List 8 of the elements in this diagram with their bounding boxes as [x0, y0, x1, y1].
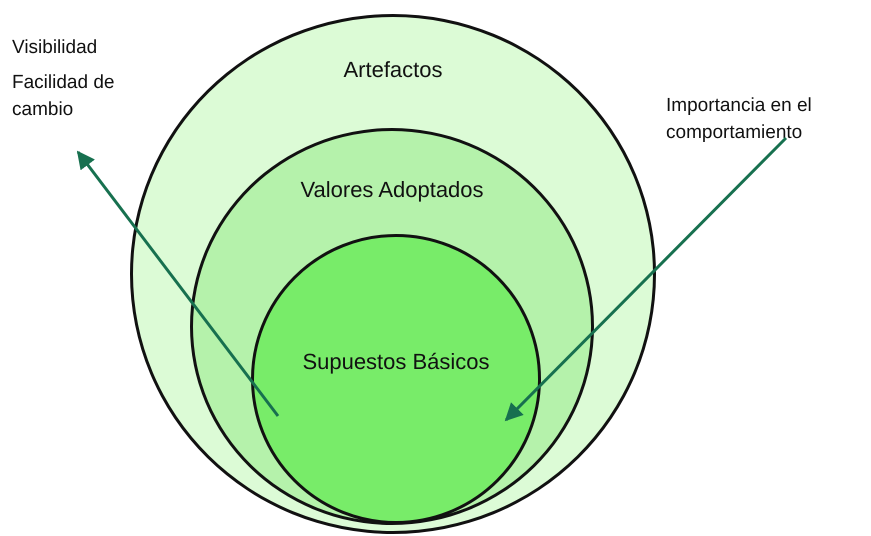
circle-label: Supuestos Básicos [301, 349, 491, 375]
text-label: Visibilidad [12, 36, 98, 60]
text-label: Facilidad de cambio [12, 71, 116, 122]
arrow [504, 136, 788, 422]
circle-label: Artefactos [342, 57, 444, 83]
circle-label: Valores Adoptados [299, 177, 485, 203]
arrow [76, 150, 280, 417]
text-label: Importancia en el comportamiento [666, 94, 813, 145]
